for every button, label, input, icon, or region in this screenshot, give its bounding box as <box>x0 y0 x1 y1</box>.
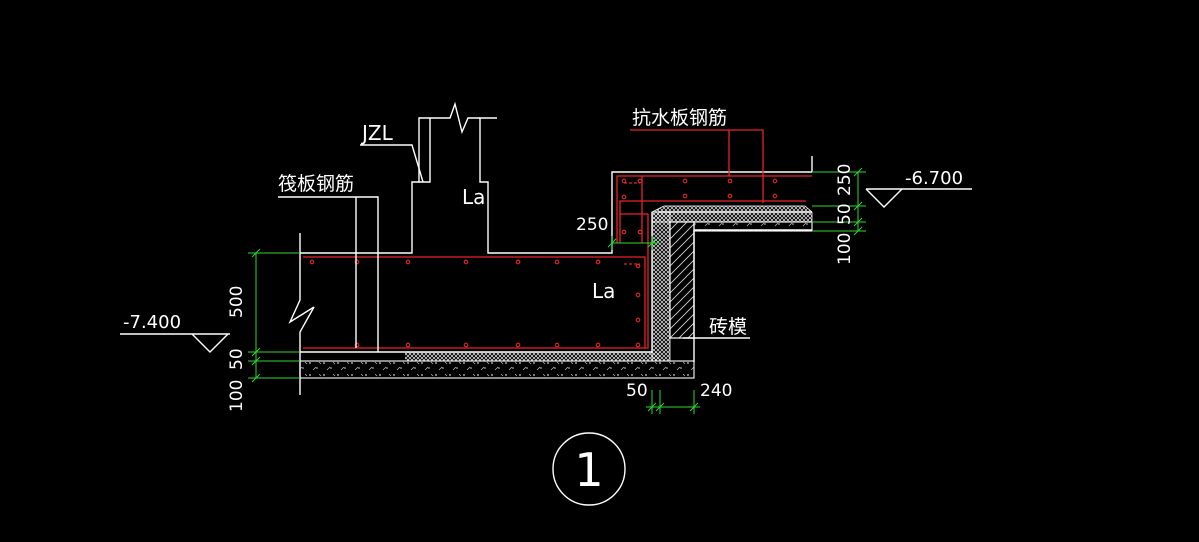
dimensions-bottom: 50 240 <box>626 381 732 414</box>
cushion-right <box>693 221 813 232</box>
label-la-lower: La <box>592 279 615 303</box>
plate-top-rebar <box>616 175 812 243</box>
waterproof-bottom <box>405 352 660 361</box>
raft-top-edge <box>300 117 437 254</box>
concrete-cushion <box>299 221 813 379</box>
level-left-symbol <box>191 333 229 353</box>
label-brick-mold: 砖模 <box>709 316 747 338</box>
dim-top-250: 250 <box>576 215 608 235</box>
plate-bottom-rebar <box>619 200 806 243</box>
raft-bottom-rebar <box>303 214 649 349</box>
structure-outline <box>288 101 813 395</box>
label-la-upper: La <box>462 185 485 209</box>
raft-rebar-leader <box>278 196 379 352</box>
waterproof-wall <box>651 211 671 362</box>
jzl-leader <box>360 144 424 183</box>
detail-circle <box>552 432 626 506</box>
level-left-text: -7.400 <box>123 312 181 333</box>
leader-lines <box>278 144 750 352</box>
dim-left-100: 100 <box>227 380 247 412</box>
dimensions-left: 500 50 100 <box>227 248 300 412</box>
column-right-edge <box>479 117 812 254</box>
cushion-bottom <box>299 360 695 379</box>
waterproof-top <box>651 205 813 223</box>
level-right-symbol <box>865 188 903 208</box>
label-jzl: JZL <box>360 121 394 145</box>
level-right: -6.700 <box>865 168 972 208</box>
dim-right-50: 50 <box>835 203 855 225</box>
level-left: -7.400 <box>120 312 230 353</box>
detail-number: 1 <box>574 443 603 497</box>
brick-mold-hatch <box>669 221 695 339</box>
raft-top-rebar <box>303 256 646 348</box>
dimensions-right: 250 50 100 <box>812 164 866 265</box>
column-break-line <box>437 101 480 135</box>
left-break-line <box>288 233 315 395</box>
dim-right-250: 250 <box>835 164 855 196</box>
label-anti-water-rebar: 抗水板钢筋 <box>632 107 727 129</box>
rebar <box>303 129 812 349</box>
label-raft-rebar: 筏板钢筋 <box>278 173 354 195</box>
dim-left-500: 500 <box>227 286 247 318</box>
dim-bottom-50: 50 <box>626 381 648 401</box>
rebar-dots <box>309 178 778 348</box>
anti-water-leader <box>630 129 764 203</box>
dimensions-top: 250 <box>576 215 660 250</box>
dim-left-50: 50 <box>227 348 247 370</box>
dim-bottom-240: 240 <box>700 381 732 401</box>
dim-right-100: 100 <box>835 233 855 265</box>
level-right-text: -6.700 <box>905 168 963 189</box>
detail-number-marker: 1 <box>552 432 626 506</box>
